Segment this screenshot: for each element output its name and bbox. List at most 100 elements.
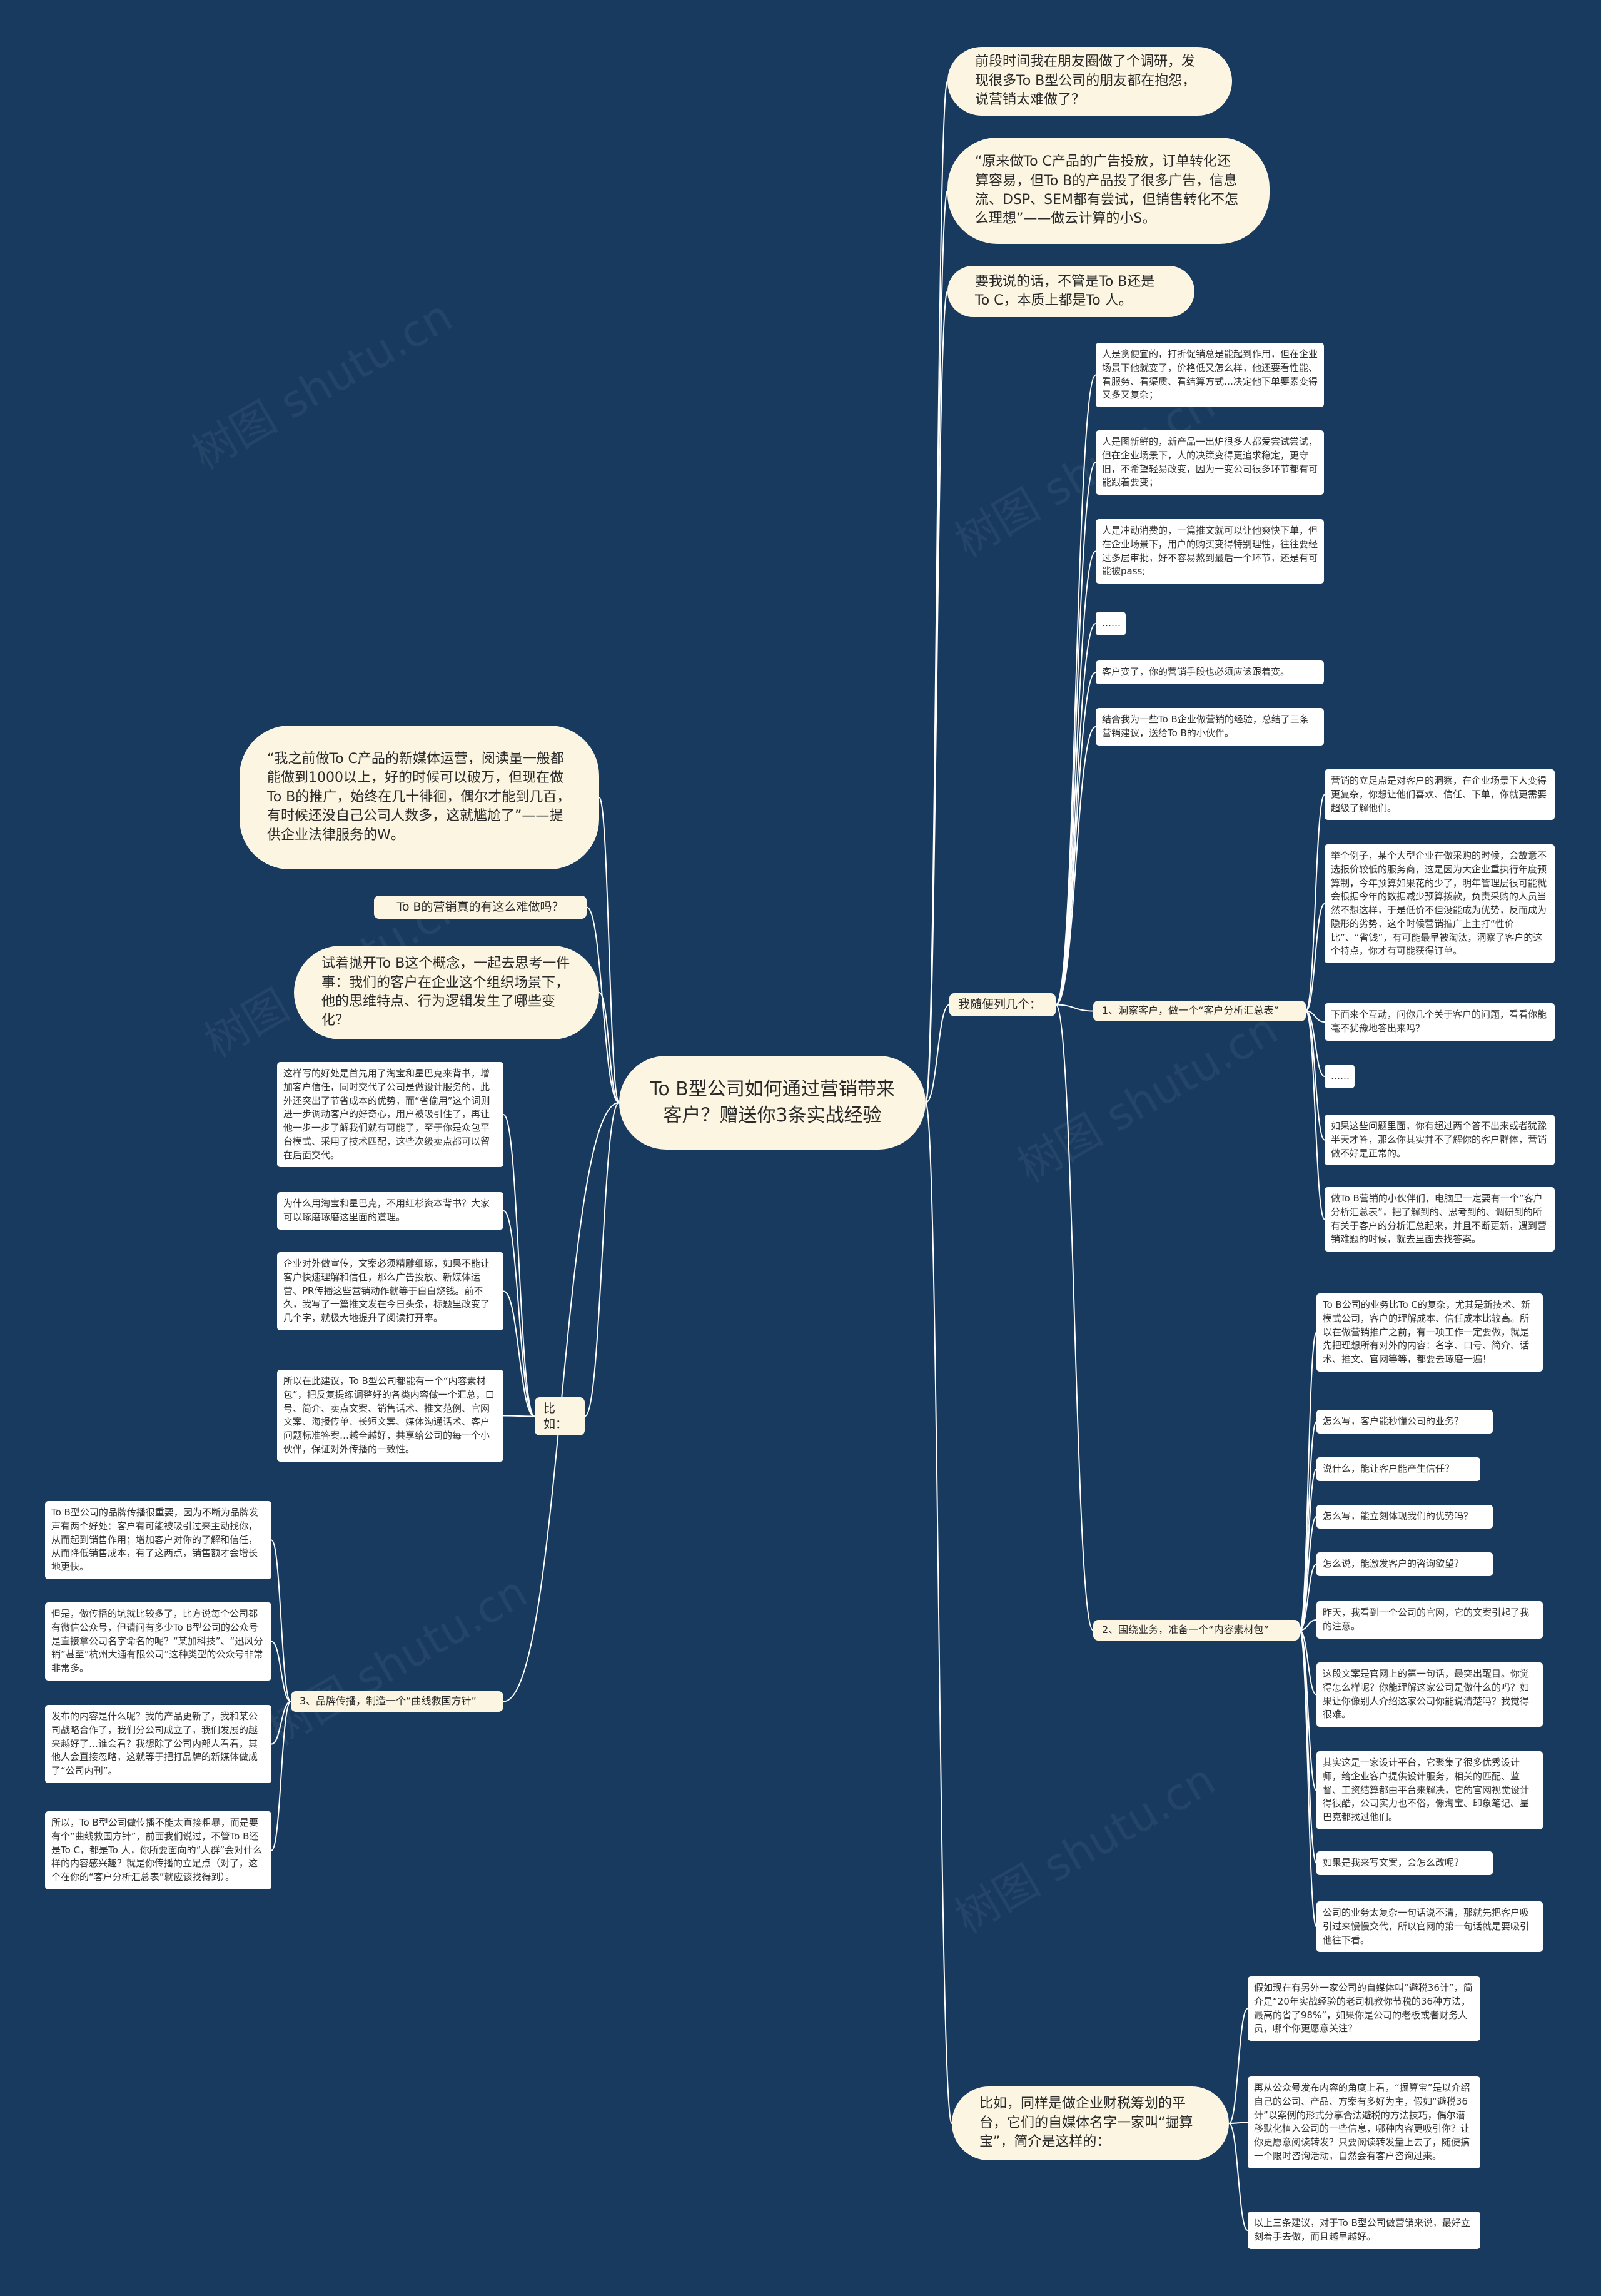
right-topic-text: 前段时间我在朋友圈做了个调研，发现很多To B型公司的朋友都在抱怨，说营销太难做… — [975, 54, 1196, 108]
note-text: 为什么用淘宝和星巴克，不用红杉资本背书？大家可以琢磨琢磨这里面的道理。 — [283, 1198, 490, 1223]
connector-line — [503, 1415, 535, 1417]
note-card: 如果是我来写文案，会怎么改呢？ — [1316, 1851, 1493, 1875]
note-card: 其实这是一家设计平台，它聚集了很多优秀设计师，给企业客户提供设计服务，相关的匹配… — [1316, 1751, 1543, 1829]
note-text: 客户变了，你的营销手段也必须应该跟着变。 — [1102, 666, 1290, 677]
note-text: 其实这是一家设计平台，它聚集了很多优秀设计师，给企业客户提供设计服务，相关的匹配… — [1323, 1757, 1530, 1823]
connector-line — [1055, 462, 1096, 1006]
right-topic-survey[interactable]: 前段时间我在朋友圈做了个调研，发现很多To B型公司的朋友都在抱怨，说营销太难做… — [947, 47, 1232, 116]
note-card: 如果这些问题里面，你有超过两个答不出来或者犹豫半天才答，那么你其实并不了解你的客… — [1325, 1115, 1555, 1166]
connector-line — [1299, 1629, 1317, 1696]
note-text: 以上三条建议，对于To B型公司做营销来说，最好立刻着手去做，而且越早越好。 — [1254, 2217, 1470, 2242]
bottom-topic-example[interactable]: 比如，同样是做企业财税筹划的平台，它们的自媒体名字一家叫“掘算宝”，简介是这样的… — [952, 2086, 1229, 2160]
connector-line — [925, 1004, 950, 1103]
note-text: 怎么写，能立刻体现我们的优势吗？ — [1323, 1510, 1473, 1522]
note-text: 怎么说，能激发客户的咨询欲望？ — [1323, 1558, 1464, 1569]
note-card: To B公司的业务比To C的复杂，尤其是新技术、新模式公司，客户的理解成本、信… — [1316, 1293, 1543, 1372]
connector-line — [925, 81, 948, 1103]
note-text: 但是，做传播的坑就比较多了，比方说每个公司都有微信公众号，但请问有多少To B型… — [51, 1608, 263, 1674]
connector-line — [503, 1290, 535, 1417]
root-topic[interactable]: To B型公司如何通过营销带来客户？赠送你3条实战经验 — [619, 1056, 926, 1150]
note-text: 这段文案是官网上的第一句话，最突出醒目。你觉得怎么样呢？你能理解这家公司是做什么… — [1323, 1668, 1530, 1721]
connector-line — [1299, 1564, 1317, 1631]
connector-line — [1228, 2123, 1248, 2231]
connector-line — [503, 1210, 535, 1417]
connector-line — [1299, 1332, 1317, 1631]
note-card: 所以，To B型公司做传播不能太直接粗暴，而是要有个“曲线救国方针”，前面我们说… — [45, 1811, 271, 1889]
note-card: 为什么用淘宝和星巴克，不用红杉资本背书？大家可以琢磨琢磨这里面的道理。 — [277, 1192, 503, 1230]
point-label: 3、品牌传播，制造一个“曲线救国方针” — [300, 1695, 477, 1707]
connector-line — [1305, 1010, 1325, 1023]
connector-line — [1055, 550, 1096, 1006]
note-card: 公司的业务太复杂一句话说不清，那就先把客户吸引过来慢慢交代，所以官网的第一句话就… — [1316, 1901, 1543, 1953]
left-topic-question[interactable]: To B的营销真的有这么难做吗？ — [374, 896, 587, 919]
note-card: 人是贪便宜的，打折促销总是能起到作用，但在企业场景下他就变了，价格低又怎么样，他… — [1096, 343, 1324, 407]
connector-line — [1055, 1004, 1094, 1631]
branch-label: 比如： — [543, 1402, 568, 1431]
note-card: 客户变了，你的营销手段也必须应该跟着变。 — [1096, 660, 1324, 684]
left-topic-text: “我之前做To C产品的新媒体运营，阅读量一般都能做到1000以上，好的时候可以… — [267, 751, 571, 843]
note-text: 怎么写，客户能秒懂公司的业务？ — [1323, 1415, 1464, 1427]
note-text: 发布的内容是什么呢？我的产品更新了，我和某公司战略合作了，我们分公司成立了，我们… — [51, 1711, 258, 1776]
note-text: …… — [1102, 617, 1121, 629]
note-card: 以上三条建议，对于To B型公司做营销来说，最好立刻着手去做，而且越早越好。 — [1248, 2212, 1480, 2249]
note-text: 营销的立足点是对客户的洞察，在企业场景下人变得更复杂，你想让他们喜欢、信任、下单… — [1331, 775, 1547, 814]
note-text: 企业对外做宣传，文案必须精雕细琢，如果不能让客户快速理解和信任，那么广告投放、新… — [283, 1258, 490, 1323]
left-topic-text: 试着抛开To B这个概念，一起去思考一件事：我们的客户在企业这个组织场景下，他的… — [321, 956, 570, 1029]
point-3[interactable]: 3、品牌传播，制造一个“曲线救国方针” — [291, 1691, 503, 1712]
note-text: 如果这些问题里面，你有超过两个答不出来或者犹豫半天才答，那么你其实并不了解你的客… — [1331, 1120, 1547, 1159]
note-text: To B型公司的品牌传播很重要，因为不断为品牌发声有两个好处：客户有可能被吸引过… — [51, 1507, 258, 1572]
connector-line — [271, 1539, 291, 1702]
right-topic-text: 要我说的话，不管是To B还是To C，本质上都是To 人。 — [975, 273, 1155, 308]
note-text: 结合我为一些To B企业做营销的经验，总结了三条营销建议，送给To B的小伙伴。 — [1102, 714, 1309, 739]
connector-line — [1305, 903, 1325, 1012]
note-card: 昨天，我看到一个公司的官网，它的文案引起了我的注意。 — [1316, 1601, 1543, 1639]
connector-line — [1055, 1004, 1094, 1012]
note-text: 再从公众号发布内容的角度上看，“掘算宝”是以介绍自己的公司、产品、方案有多好为主… — [1254, 2082, 1470, 2162]
note-card: 结合我为一些To B企业做营销的经验，总结了三条营销建议，送给To B的小伙伴。 — [1096, 708, 1324, 746]
note-card: 营销的立足点是对客户的洞察，在企业场景下人变得更复杂，你想让他们喜欢、信任、下单… — [1325, 769, 1555, 821]
connector-line — [1305, 1010, 1325, 1141]
point-label: 2、围绕业务，准备一个“内容素材包” — [1102, 1624, 1269, 1636]
connector-line — [1055, 374, 1096, 1006]
connector-line — [598, 992, 620, 1103]
branch-example[interactable]: 比如： — [535, 1397, 585, 1436]
note-text: 昨天，我看到一个公司的官网，它的文案引起了我的注意。 — [1323, 1607, 1530, 1632]
right-topic-quote-s[interactable]: “原来做To C产品的广告投放，订单转化还算容易，但To B的产品投了很多广告，… — [947, 138, 1270, 244]
note-card: To B型公司的品牌传播很重要，因为不断为品牌发声有两个好处：客户有可能被吸引过… — [45, 1501, 271, 1579]
connector-line — [598, 797, 620, 1103]
left-topic-text: To B的营销真的有这么难做吗？ — [396, 900, 564, 914]
connector-line — [1305, 1010, 1325, 1220]
connector-line — [584, 1102, 620, 1417]
point-label: 1、洞察客户，做一个“客户分析汇总表” — [1102, 1004, 1279, 1016]
note-card: 怎么写，能立刻体现我们的优势吗？ — [1316, 1505, 1493, 1529]
note-card: 说什么，能让客户能产生信任？ — [1316, 1457, 1480, 1481]
right-topic-text: “原来做To C产品的广告投放，订单转化还算容易，但To B的产品投了很多广告，… — [975, 154, 1239, 227]
left-topic-quote-w[interactable]: “我之前做To C产品的新媒体运营，阅读量一般都能做到1000以上，好的时候可以… — [240, 726, 599, 869]
note-card: …… — [1096, 612, 1126, 635]
note-card: 假如现在有另外一家公司的自媒体叫“避税36计”，简介是“20年实战经验的老司机教… — [1248, 1976, 1480, 2041]
note-card: 举个例子，某个大型企业在做采购的时候，会故意不选报价较低的服务商，这是因为大企业… — [1325, 844, 1555, 963]
note-text: 下面来个互动，问你几个关于客户的问题，看看你能毫不犹豫地答出来吗？ — [1331, 1009, 1547, 1034]
note-text: …… — [1331, 1070, 1350, 1081]
connector-line — [1299, 1619, 1317, 1631]
branch-list[interactable]: 我随便列几个： — [949, 993, 1056, 1016]
point-1[interactable]: 1、洞察客户，做一个“客户分析汇总表” — [1093, 1001, 1306, 1021]
note-card: 人是冲动消费的，一篇推文就可以让他爽快下单，但在企业场景下，用户的购买变得特别理… — [1096, 519, 1324, 584]
point-2[interactable]: 2、围绕业务，准备一个“内容素材包” — [1093, 1620, 1300, 1641]
note-card: 所以在此建议，To B型公司都能有一个“内容素材包”，把反复提练调整好的各类内容… — [277, 1370, 503, 1462]
connector-line — [1055, 672, 1096, 1006]
connector-line — [1228, 2122, 1248, 2124]
note-text: 假如现在有另外一家公司的自媒体叫“避税36计”，简介是“20年实战经验的老司机教… — [1254, 1982, 1473, 2035]
note-text: 所以在此建议，To B型公司都能有一个“内容素材包”，把反复提练调整好的各类内容… — [283, 1375, 495, 1455]
note-text: 如果是我来写文案，会怎么改呢？ — [1323, 1857, 1464, 1868]
connector-line — [925, 291, 948, 1103]
connector-line — [1299, 1516, 1317, 1631]
note-card: 人是图新鲜的，新产品一出炉很多人都爱尝试尝试，但在企业场景下，人的决策变得更追求… — [1096, 430, 1324, 495]
connector-line — [586, 906, 620, 1103]
note-card: 再从公众号发布内容的角度上看，“掘算宝”是以介绍自己的公司、产品、方案有多好为主… — [1248, 2076, 1480, 2168]
left-topic-think[interactable]: 试着抛开To B这个概念，一起去思考一件事：我们的客户在企业这个组织场景下，他的… — [294, 946, 599, 1039]
note-text: 做To B营销的小伙伴们，电脑里一定要有一个“客户分析汇总表”，把了解到的、思考… — [1331, 1193, 1547, 1245]
note-card: 这样写的好处是首先用了淘宝和星巴克来背书，增加客户信任，同时交代了公司是做设计服… — [277, 1062, 503, 1168]
right-topic-to-people[interactable]: 要我说的话，不管是To B还是To C，本质上都是To 人。 — [947, 266, 1194, 317]
